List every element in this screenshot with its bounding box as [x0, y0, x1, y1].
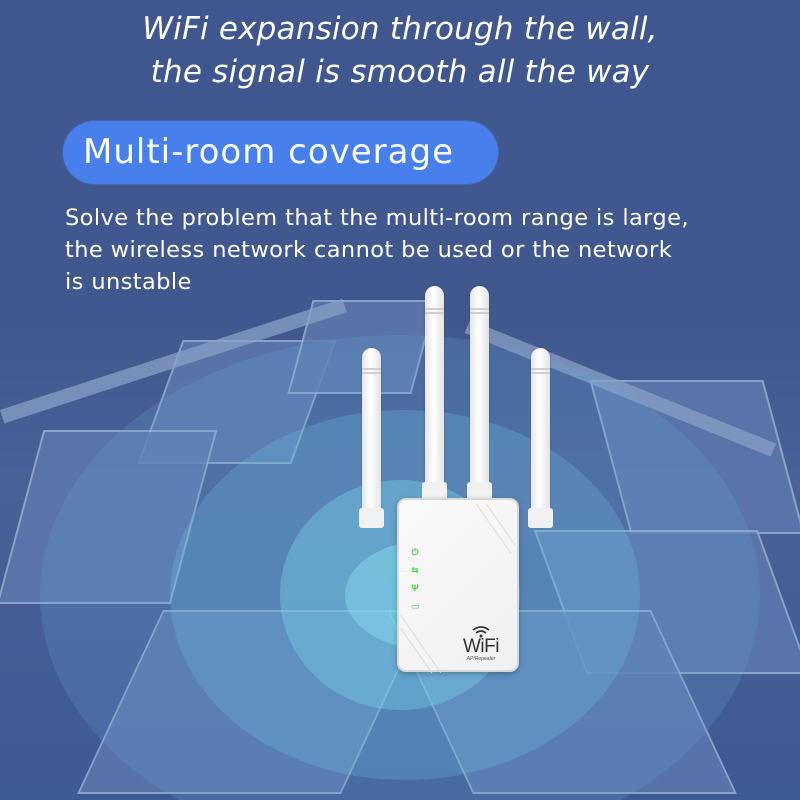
antenna-inner-right	[467, 286, 492, 502]
headline: WiFi expansion through the wall, the sig…	[0, 8, 800, 94]
wifi-logo-text: WiFi	[463, 636, 499, 657]
wifi-signal-icon: Ψ	[411, 583, 419, 593]
description-line-3: is unstable	[65, 269, 192, 295]
power-icon: ⏻	[411, 547, 419, 557]
wifi-signal-icon	[472, 626, 490, 638]
decorative-stripe	[400, 615, 442, 673]
wan-icon: ⇆	[411, 565, 419, 575]
headline-line-1: WiFi expansion through the wall,	[142, 11, 658, 47]
description-line-2: the wireless network cannot be used or t…	[65, 237, 673, 263]
antenna-outer-right	[528, 348, 553, 528]
wifi-logo-subtext: AP/Repeater	[466, 656, 496, 662]
antenna-inner-left	[422, 286, 447, 502]
feature-title: Multi-room coverage	[83, 132, 454, 172]
status-leds: ⏻ ⇆ Ψ ▭	[410, 547, 422, 619]
feature-title-pill: Multi-room coverage	[63, 121, 498, 184]
wifi-repeater-device: ⏻ ⇆ Ψ ▭ WiFi AP/Repeater	[397, 498, 519, 674]
decorative-stripe	[476, 504, 512, 554]
lan-icon: ▭	[410, 601, 420, 611]
antenna-outer-left	[359, 348, 384, 528]
headline-line-2: the signal is smooth all the way	[150, 54, 650, 90]
feature-description: Solve the problem that the multi-room ra…	[65, 202, 765, 298]
wifi-logo: WiFi AP/Repeater	[455, 625, 507, 662]
decorative-stripe	[400, 628, 433, 674]
description-line-1: Solve the problem that the multi-room ra…	[65, 205, 689, 231]
